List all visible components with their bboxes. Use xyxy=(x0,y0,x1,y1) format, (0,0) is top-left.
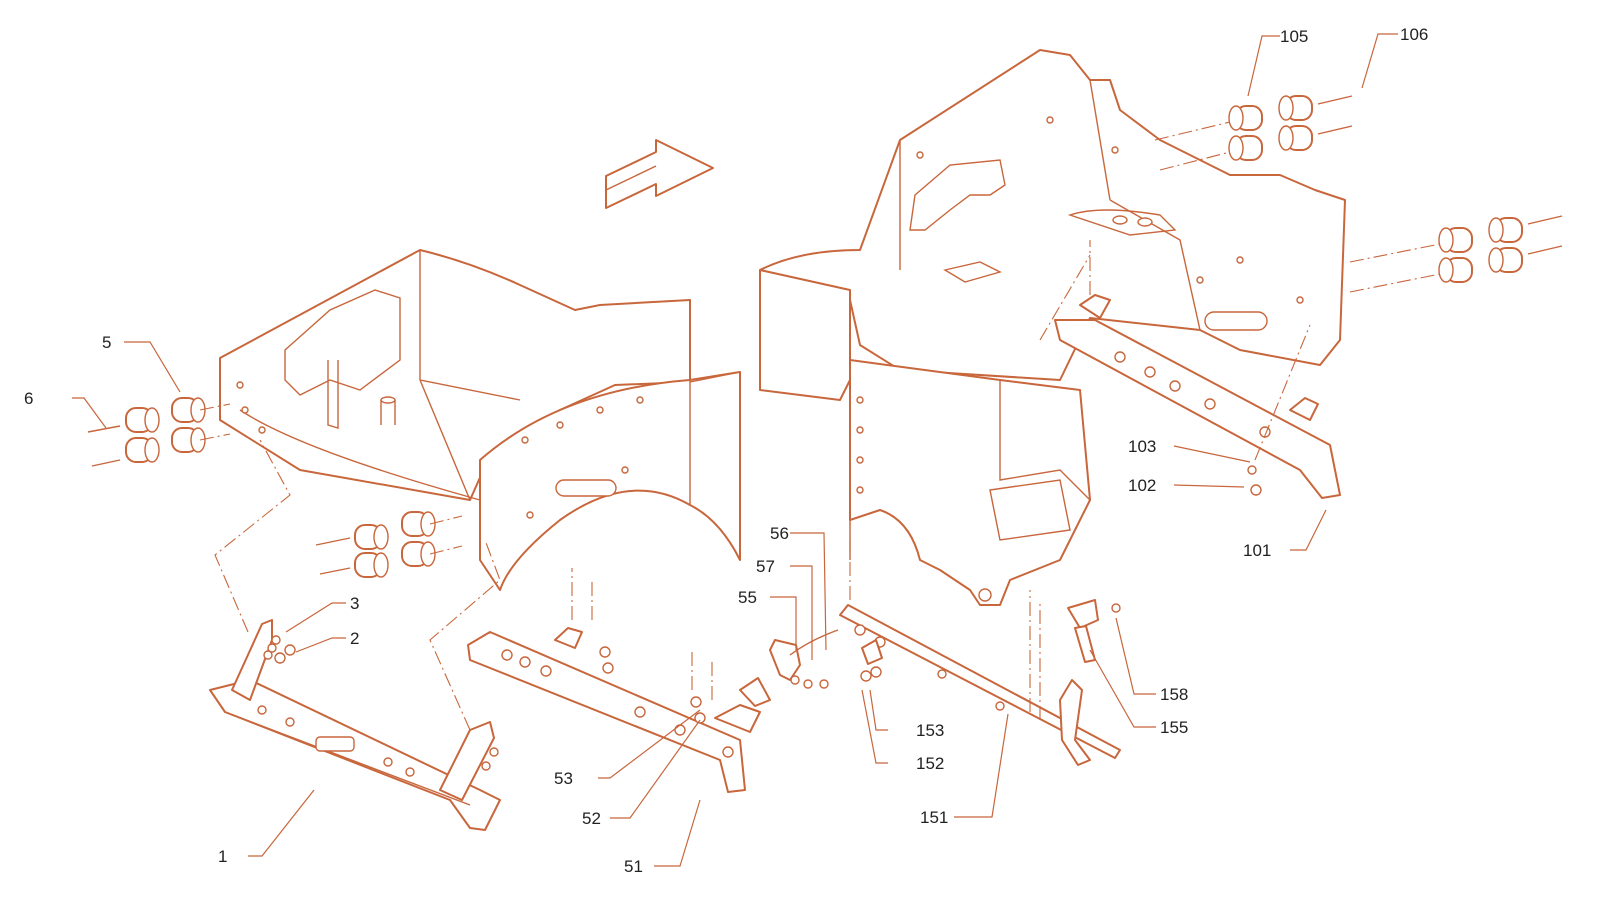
callout-53: 53 xyxy=(554,769,573,788)
callout-leaders xyxy=(72,33,1398,867)
step-assembly-1 xyxy=(209,439,501,831)
callout-6: 6 xyxy=(24,389,33,408)
callout-2: 2 xyxy=(350,629,359,648)
callout-labels: 105 106 5 6 103 102 101 56 57 55 3 2 158… xyxy=(24,25,1428,876)
callout-155: 155 xyxy=(1160,718,1188,737)
callout-56: 56 xyxy=(770,524,789,543)
callout-5: 5 xyxy=(102,333,111,352)
direction-arrow-icon xyxy=(605,139,714,209)
rubber-mounts-left xyxy=(87,397,463,578)
rubber-mounts-right xyxy=(1154,95,1563,293)
callout-57: 57 xyxy=(756,557,775,576)
callout-106: 106 xyxy=(1400,25,1428,44)
callout-1: 1 xyxy=(218,847,227,866)
callout-158: 158 xyxy=(1160,685,1188,704)
callout-55: 55 xyxy=(738,588,757,607)
callout-105: 105 xyxy=(1280,27,1308,46)
step-assembly-151 xyxy=(839,520,1121,766)
callout-153: 153 xyxy=(916,721,944,740)
callout-52: 52 xyxy=(582,809,601,828)
left-frame-section xyxy=(219,249,741,591)
callout-151: 151 xyxy=(920,808,948,827)
callout-102: 102 xyxy=(1128,476,1156,495)
right-frame-section xyxy=(759,49,1346,606)
callout-103: 103 xyxy=(1128,437,1156,456)
step-assembly-51 xyxy=(467,568,771,793)
callout-152: 152 xyxy=(916,754,944,773)
callout-51: 51 xyxy=(624,857,643,876)
callout-101: 101 xyxy=(1243,541,1271,560)
small-brackets xyxy=(267,465,1262,689)
callout-3: 3 xyxy=(350,594,359,613)
step-assembly-101 xyxy=(1039,240,1341,499)
